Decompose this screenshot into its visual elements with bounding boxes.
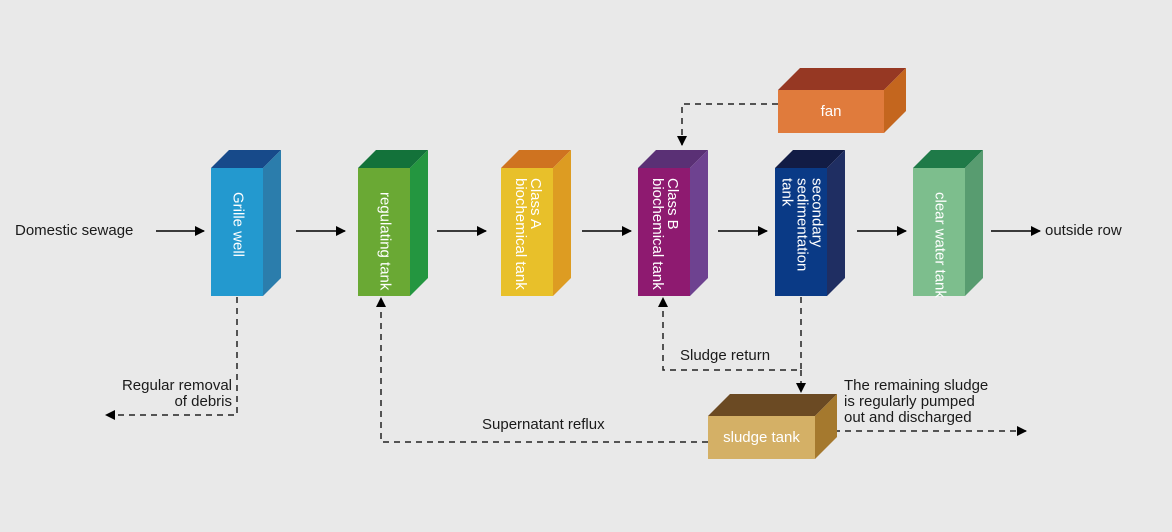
box-side-face [815, 394, 837, 459]
box-top-face [211, 150, 281, 168]
debris-label: Regular removal of debris [121, 377, 232, 410]
fan-air-line [677, 103, 778, 146]
box-side-face [410, 150, 428, 296]
box-side-face [553, 150, 571, 296]
tank-class-a-label: Class A biochemical tank [512, 178, 544, 290]
box-side-face [884, 68, 906, 133]
remaining-sludge-label: The remaining sludge is regularly pumped… [844, 377, 989, 426]
supernatant-label: Supernatant reflux [482, 416, 605, 433]
supernatant-line [376, 297, 708, 443]
box-front-face [501, 168, 553, 296]
box-top-face [778, 68, 906, 90]
box-front-face [638, 168, 690, 296]
tank-grille-well-label: Grille well [229, 192, 247, 258]
sludge-return-line [658, 297, 802, 371]
tank-secondary-sedimentation-label: secondary sedimentation tank [778, 178, 826, 272]
box-top-face [913, 150, 983, 168]
box-front-face [913, 168, 965, 296]
box-side-face [827, 150, 845, 296]
tank-grille-well: Grille well [211, 150, 281, 296]
box-front-face [775, 168, 827, 296]
box-front-face [358, 168, 410, 296]
input-label: Domestic sewage [15, 222, 134, 239]
tank-clear-water: clear water tank [913, 150, 983, 298]
tank-secondary-sedimentation: secondary sedimentation tank [775, 150, 845, 296]
sludge-tank-box-label: sludge tank [723, 428, 800, 446]
tank-clear-water-label: clear water tank [931, 192, 949, 298]
tank-class-a: Class A biochemical tank [501, 150, 571, 296]
tank-class-b: Class B biochemical tank [638, 150, 708, 296]
box-top-face [358, 150, 428, 168]
tank-class-b-label: Class B biochemical tank [649, 178, 681, 290]
sludge-tank-box: sludge tank [708, 394, 837, 459]
tank-regulating-tank: regulating tank [358, 150, 428, 296]
box-top-face [775, 150, 845, 168]
output-label: outside row [1045, 222, 1122, 239]
box-front-face [211, 168, 263, 296]
fan-box-label: fan [820, 102, 842, 120]
sludge-return-label: Sludge return [680, 347, 771, 364]
box-top-face [638, 150, 708, 168]
box-side-face [965, 150, 983, 296]
box-side-face [263, 150, 281, 296]
box-top-face [708, 394, 837, 416]
box-top-face [501, 150, 571, 168]
fan-box: fan [778, 68, 906, 133]
tank-regulating-tank-label: regulating tank [376, 192, 394, 291]
box-front-face [778, 90, 884, 133]
box-side-face [690, 150, 708, 296]
box-front-face [708, 416, 815, 459]
